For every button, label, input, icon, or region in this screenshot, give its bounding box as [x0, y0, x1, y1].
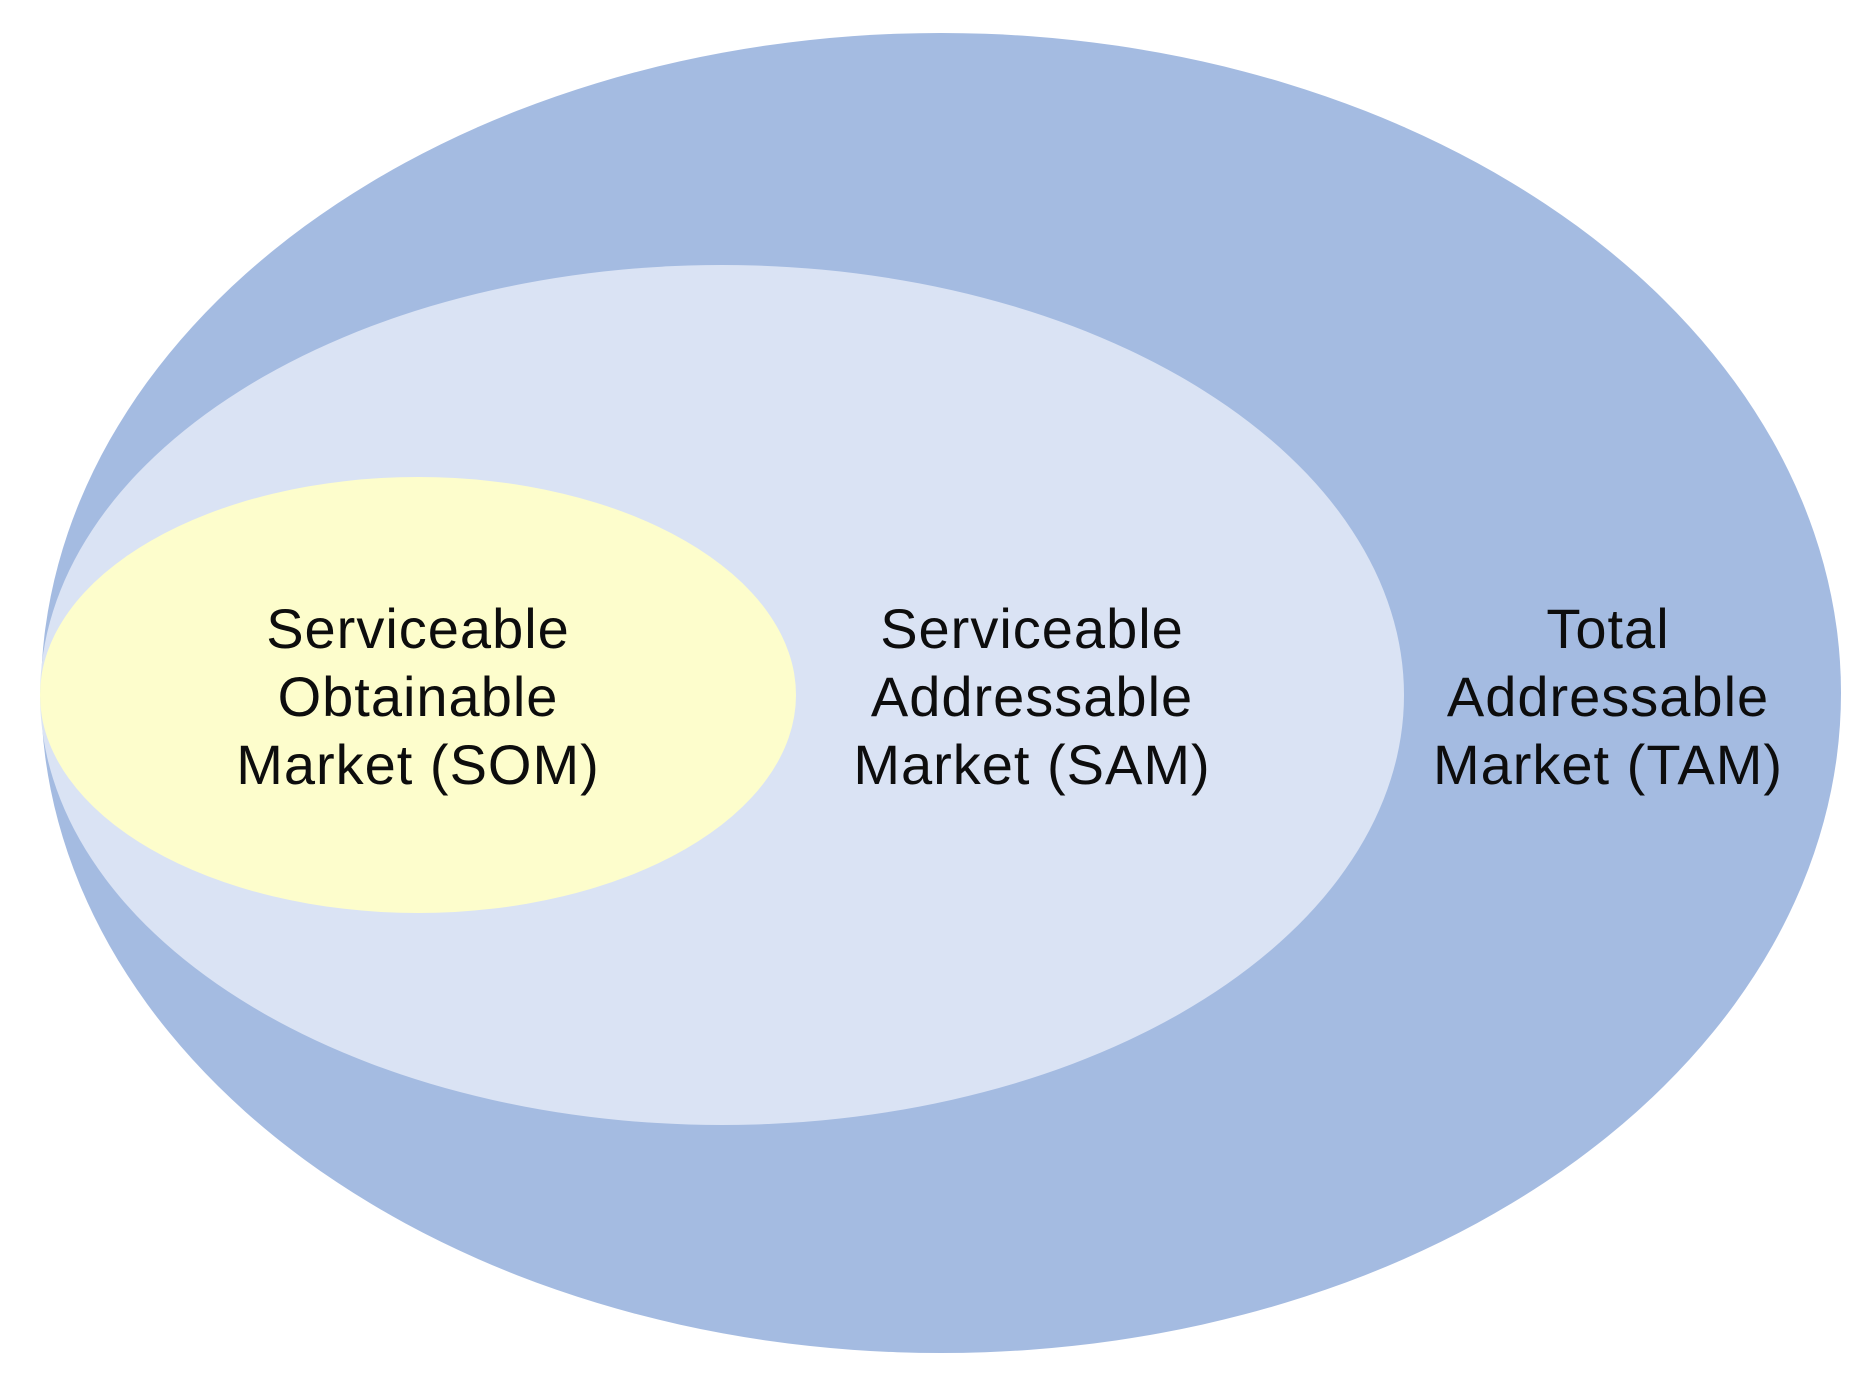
sam-label-line-2: Addressable [870, 665, 1194, 728]
som-label: Serviceable Obtainable Market (SOM) [208, 595, 628, 799]
som-label-line-3: Market (SOM) [236, 733, 600, 796]
som-label-line-2: Obtainable [277, 665, 559, 728]
tam-label: Total Addressable Market (TAM) [1398, 595, 1818, 799]
sam-label: Serviceable Addressable Market (SAM) [822, 595, 1242, 799]
sam-label-line-1: Serviceable [880, 597, 1184, 660]
tam-label-line-3: Market (TAM) [1432, 733, 1784, 796]
tam-label-line-1: Total [1546, 597, 1670, 660]
tam-label-line-2: Addressable [1446, 665, 1770, 728]
som-label-line-1: Serviceable [266, 597, 570, 660]
som-ellipse [40, 477, 796, 913]
sam-label-line-3: Market (SAM) [853, 733, 1211, 796]
